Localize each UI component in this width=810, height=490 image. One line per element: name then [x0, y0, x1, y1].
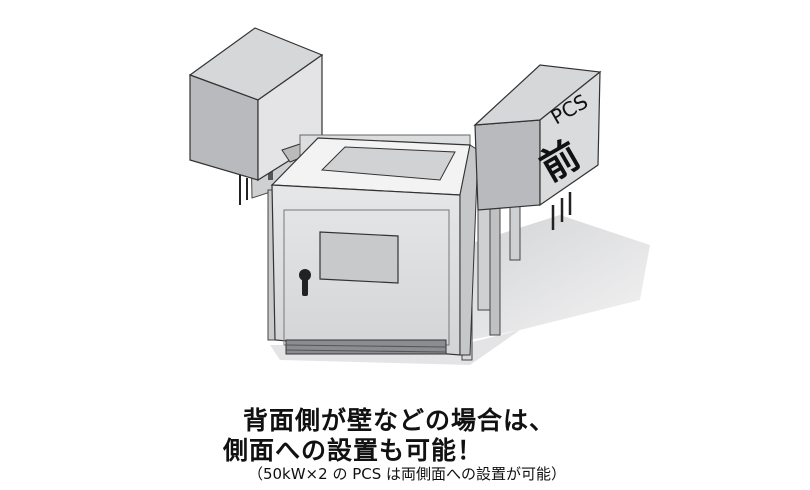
- center-cabinet: [267, 134, 501, 361]
- cabinet-window: [319, 231, 399, 284]
- door-handle-icon: [299, 269, 311, 296]
- cabinet-top-panel: [320, 146, 456, 181]
- pcs-unit-right: PCS 前: [473, 64, 602, 311]
- caption-line-3: （50kW×2 の PCS は両側面への設置が可能）: [247, 465, 567, 483]
- right-pcs-side: [539, 70, 601, 207]
- caption-line-2: 側面への設置も可能！: [222, 436, 483, 465]
- equipment-illustration: PCS 前: [188, 27, 650, 365]
- cabinet-side: [459, 144, 479, 356]
- right-pcs-front: [474, 119, 541, 211]
- caption-line-1: 背面側が壁などの場合は、: [242, 406, 555, 435]
